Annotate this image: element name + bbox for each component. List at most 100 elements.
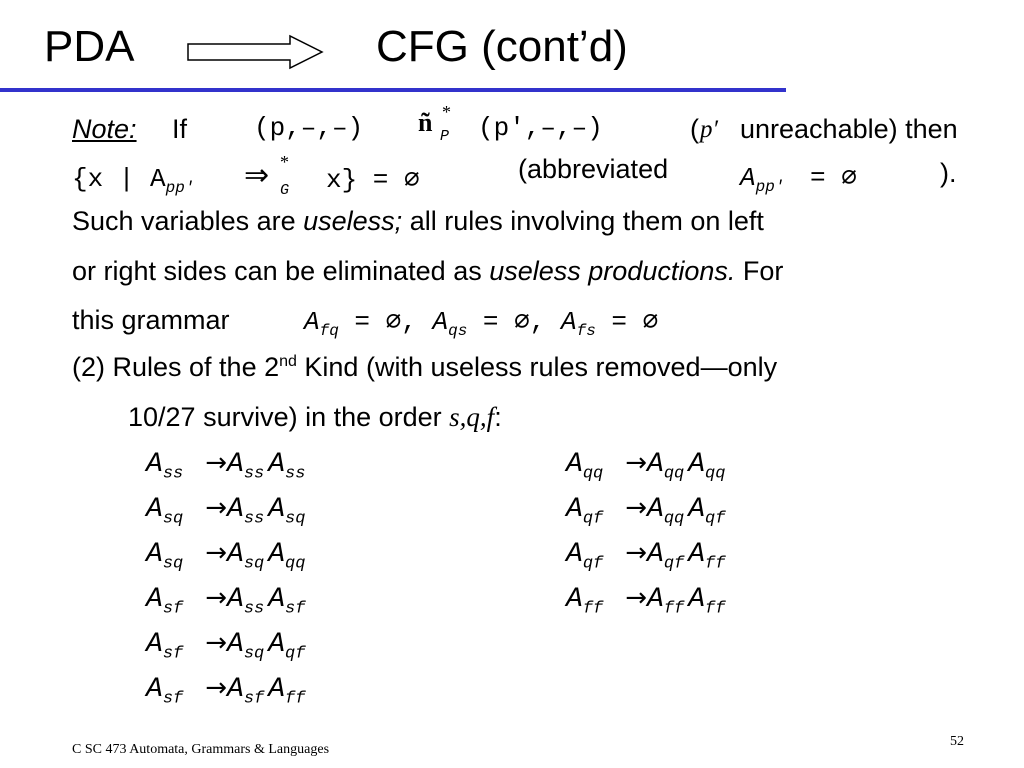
rule-rhs2-sub: qf — [285, 644, 306, 664]
rule-arrow-icon: → — [625, 448, 648, 478]
rule-arrow-icon: → — [205, 628, 228, 658]
rule-rhs1-sub: sq — [243, 554, 265, 574]
rule-lhs: A — [566, 539, 583, 570]
rule-lhs: A — [146, 494, 163, 525]
abbrev-expr: App′ = ∅ — [740, 162, 857, 196]
line7-text-b: : — [494, 402, 502, 432]
rule-arrow-icon: → — [205, 673, 228, 703]
rule-arrow-icon: → — [205, 493, 228, 523]
note-state-right: (p′,–,–) — [478, 113, 603, 143]
line-useless-variables: Such variables are useless; all rules in… — [72, 206, 764, 237]
rule-rhs1: A — [227, 674, 244, 705]
line7-text-a: 10/27 survive) in the order — [128, 402, 450, 432]
rule-rhs1: A — [647, 539, 664, 570]
rule-rhs1: A — [227, 449, 244, 480]
rule-rhs1-sub: ss — [243, 599, 265, 619]
rule-rhs1: A — [647, 449, 664, 480]
rule-rhs1: A — [647, 494, 664, 525]
rule-rhs2-sub: ff — [705, 599, 726, 619]
rule-rhs1: A — [227, 539, 244, 570]
line3-text-b: all rules involving them on left — [402, 206, 764, 236]
title-underline — [0, 88, 786, 92]
rule-rhs2: A — [268, 494, 286, 525]
line4-text-a: or right sides can be eliminated as — [72, 256, 490, 286]
g3-eq: = ∅ — [611, 307, 659, 337]
rule-arrow-icon: → — [625, 493, 648, 523]
rule-rhs2-sub: qf — [705, 509, 726, 529]
set-expr-start: {x | A — [72, 164, 166, 194]
rule-rhs1-sub: qq — [663, 464, 685, 484]
rule-lhs-sub: sf — [162, 644, 184, 664]
line-useless-productions: or right sides can be eliminated as usel… — [72, 256, 783, 287]
rule-rhs2: A — [688, 584, 706, 615]
note-paren-open: ( — [690, 114, 699, 144]
rule-lhs-sub: ff — [582, 599, 604, 619]
rule-rhs1-sub: qq — [663, 509, 685, 529]
grammar-empty-vars: Afq = ∅, Aqs = ∅, Afs = ∅ — [304, 306, 658, 340]
line4-text-b: For — [735, 256, 784, 286]
derives-star: ⇒ * G — [244, 152, 289, 199]
rule-arrow-icon: → — [205, 448, 228, 478]
note-unreachable: unreachable) then — [740, 114, 958, 144]
line6-text-a: (2) Rules of the 2 — [72, 352, 280, 382]
rule-rhs2: A — [268, 539, 286, 570]
rule-lhs-sub: sf — [162, 689, 184, 709]
rule-rhs2-sub: sq — [285, 509, 306, 529]
footer-course: C SC 473 Automata, Grammars & Languages — [72, 742, 330, 757]
derives-sub: G — [280, 182, 290, 199]
rule-arrow-icon: → — [625, 538, 648, 568]
note-label: Note: — [72, 114, 137, 144]
g3-sub: fs — [576, 322, 596, 341]
slide-title-cfg: CFG (cont’d) — [376, 22, 628, 71]
rule-rhs2: A — [268, 449, 286, 480]
abbrev-open: (abbreviated — [518, 154, 669, 184]
g2-eq: = ∅, — [482, 307, 546, 337]
line-rules-second-kind: (2) Rules of the 2nd Kind (with useless … — [72, 352, 777, 383]
abbrev-eq: = ∅ — [810, 163, 857, 193]
rule-rhs2: A — [688, 494, 706, 525]
rule-rhs1: A — [227, 584, 244, 615]
g1-eq: = ∅, — [354, 307, 417, 337]
rule-rhs1: A — [227, 629, 244, 660]
rule-rhs1-sub: sq — [243, 644, 265, 664]
line3-emphasis: useless; — [303, 206, 403, 236]
rule-rhs2-sub: sf — [285, 599, 306, 619]
rule-rhs1: A — [227, 494, 244, 525]
rule-rhs1-sub: ss — [243, 509, 265, 529]
g3-var: A — [561, 307, 577, 337]
note-turnstile: ñ * P — [418, 102, 451, 145]
rule-rhs1: A — [647, 584, 664, 615]
note-if: If — [172, 114, 188, 144]
turnstile-symbol: ñ — [418, 108, 433, 137]
line7-emphasis: s,q,f — [449, 402, 495, 432]
line6-text-b: Kind (with useless rules removed—only — [296, 352, 778, 382]
rule-rhs2: A — [268, 629, 286, 660]
rule-lhs: A — [146, 449, 163, 480]
rule-rhs1-sub: qf — [663, 554, 685, 574]
rule-lhs-sub: sq — [162, 554, 184, 574]
g1-var: A — [304, 307, 320, 337]
abbrev-close: ). — [940, 158, 957, 188]
slide-title-pda: PDA — [44, 22, 135, 71]
turnstile-sub: P — [440, 128, 450, 145]
rule-rhs2: A — [688, 449, 706, 480]
rule-lhs-sub: sf — [162, 599, 184, 619]
rule-rhs1-sub: ss — [243, 464, 265, 484]
rule-lhs: A — [566, 449, 583, 480]
rule-rhs1-sub: sf — [243, 689, 265, 709]
rule-lhs: A — [146, 539, 163, 570]
derives-symbol: ⇒ — [244, 159, 270, 192]
line4-emphasis: useless productions. — [489, 256, 736, 286]
g2-var: A — [432, 307, 449, 337]
set-expr-end: x} = ∅ — [326, 165, 420, 195]
line6-sup: nd — [279, 353, 297, 370]
set-expression: {x | App′ — [72, 164, 194, 197]
note-pprime: p′ — [700, 116, 718, 143]
